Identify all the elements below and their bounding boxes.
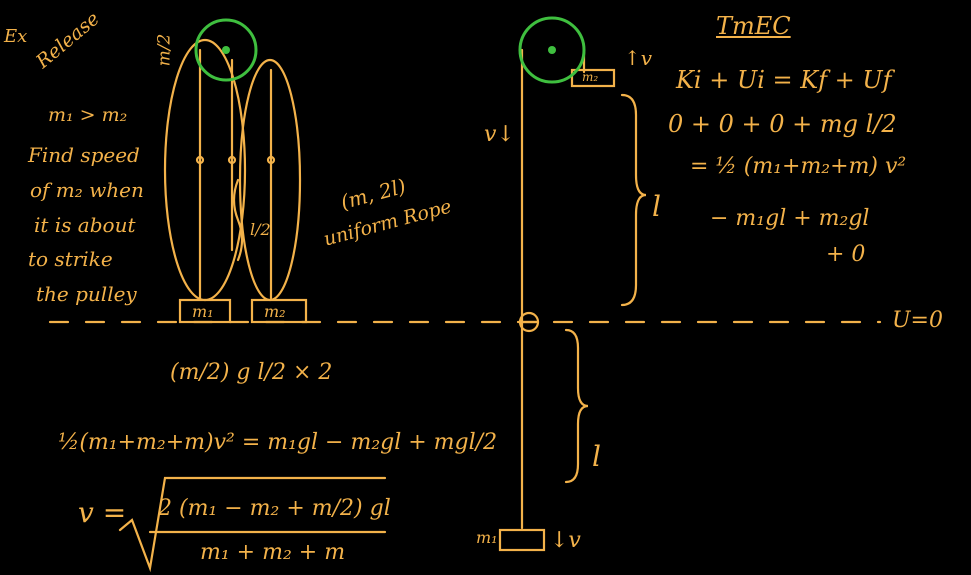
energy-line-1: Ki + Ui = Kf + Uf (676, 66, 892, 94)
right-block-m1 (498, 528, 546, 552)
tmec-title: TmEC (716, 12, 791, 40)
bottom-velocity: ↓v (550, 528, 581, 553)
lower-length: l (592, 440, 601, 473)
upper-length: l (652, 190, 661, 223)
task-line-4: to strike (28, 247, 113, 271)
task-line-1: Find speed (28, 143, 140, 167)
upper-length-brace (620, 93, 647, 307)
energy-line-2: 0 + 0 + 0 + mg l/2 (668, 110, 897, 138)
lower-length-brace (564, 328, 589, 484)
datum-label: U=0 (892, 308, 943, 333)
right-block-m1-label: m₁ (476, 528, 498, 547)
left-half-brace (232, 178, 244, 262)
right-block-m2 (570, 68, 616, 88)
energy-line-5: + 0 (826, 242, 866, 267)
ex-label: Ex (4, 26, 28, 47)
down-velocity: v↓ (484, 122, 515, 147)
right-block-m2-label: m₂ (582, 70, 599, 84)
right-pulley-icon (518, 16, 586, 84)
task-line-5: the pulley (36, 282, 137, 306)
task-line-2: of m₂ when (30, 178, 144, 202)
pulley-mass-label: m/2 (154, 33, 175, 67)
energy-equation: ½(m₁+m₂+m)v² = m₁gl − m₂gl + mgl/2 (58, 430, 498, 455)
left-pulley-icon (194, 18, 258, 82)
sqrt-sign (118, 476, 387, 573)
up-velocity: ↑v (624, 46, 653, 70)
v-denominator: m₁ + m₂ + m (200, 540, 346, 565)
v-lhs: v = (78, 496, 127, 529)
energy-line-3: = ½ (m₁+m₂+m) v² (690, 154, 907, 179)
task-line-3: it is about (34, 213, 136, 237)
block-m2-label: m₂ (264, 302, 286, 321)
energy-line-4: − m₁gl + m₂gl (710, 206, 870, 231)
v-numerator: 2 (m₁ − m₂ + m/2) gl (158, 496, 391, 521)
half-length-label: l/2 (250, 220, 271, 239)
mass-condition: m₁ > m₂ (48, 104, 128, 126)
block-m1-label: m₁ (192, 302, 214, 321)
pe-term: (m/2) g l/2 × 2 (170, 360, 333, 385)
